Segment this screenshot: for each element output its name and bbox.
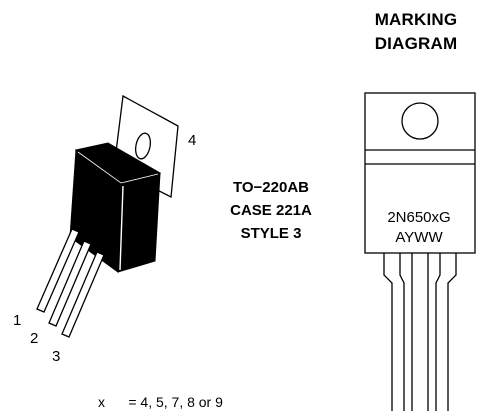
- package-leads: [36, 228, 105, 338]
- marking-title-line2: DIAGRAM: [374, 34, 458, 53]
- pin-label-2: 2: [30, 330, 39, 347]
- pin-label-4: 4: [188, 132, 197, 149]
- pin-label-3: 3: [52, 348, 61, 365]
- mounting-hole: [134, 132, 152, 160]
- lead-1: [36, 228, 80, 313]
- marking-mounting-hole: [401, 102, 439, 140]
- marking-leads: [383, 253, 457, 411]
- package-case: CASE 221A: [230, 202, 312, 219]
- package-body-front: [117, 172, 161, 273]
- marking-title-line1: MARKING: [374, 10, 458, 29]
- pin-label-1: 1: [13, 312, 22, 329]
- marking-part-number: 2N650xG: [387, 209, 451, 226]
- marking-date-code: AYWW: [395, 229, 443, 246]
- lead-3: [61, 251, 105, 338]
- package-info: TO−220AB CASE 221A STYLE 3: [196, 176, 346, 245]
- package-style: STYLE 3: [240, 225, 302, 242]
- package-name: TO−220AB: [232, 179, 309, 196]
- marking-diagram-title: MARKING DIAGRAM: [356, 8, 476, 56]
- footnote: x = 4, 5, 7, 8 or 9: [98, 394, 223, 410]
- marking-text: 2N650xG AYWW: [364, 208, 474, 248]
- lead-2: [48, 240, 92, 327]
